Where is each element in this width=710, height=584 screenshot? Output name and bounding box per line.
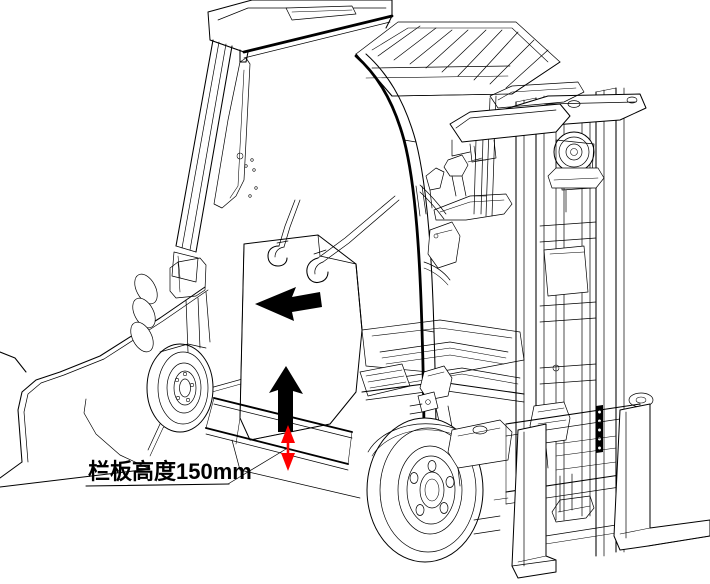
lift-chain-sheave <box>553 131 595 191</box>
fork-right <box>613 403 710 551</box>
callout-underline <box>85 483 230 487</box>
control-levers <box>415 154 483 217</box>
tilt-cylinder <box>449 81 585 163</box>
guard-pillar-front <box>171 39 233 283</box>
overhead-guard <box>207 0 394 63</box>
steering-column <box>473 95 497 217</box>
front-axle-housing <box>447 419 513 487</box>
board-height-label: 栏板高度150mm <box>88 459 252 484</box>
callout-leader-line <box>227 448 287 485</box>
cab-side-screen <box>213 57 258 209</box>
operator-seat <box>427 193 513 269</box>
carriage-backplate <box>555 435 617 513</box>
lower-frame-detail <box>473 497 509 535</box>
chassis-frame <box>169 257 211 353</box>
board-hook-strap-left <box>267 199 301 267</box>
fork-left <box>511 423 557 579</box>
arrow-up <box>269 366 303 432</box>
arrow-left <box>255 287 322 321</box>
guard-tube-inner <box>419 184 451 286</box>
hydraulic-fittings <box>409 365 453 423</box>
cargo-board <box>239 234 363 441</box>
board-hook-strap-right <box>306 195 400 283</box>
board-height-dimension-arrow <box>281 425 295 471</box>
counterweight-vents <box>130 273 158 353</box>
steer-wheel-rear <box>146 343 214 433</box>
mast-panels <box>539 221 597 385</box>
wheel-hub-lugs <box>409 460 455 516</box>
mast-hose-bracket <box>547 167 605 213</box>
